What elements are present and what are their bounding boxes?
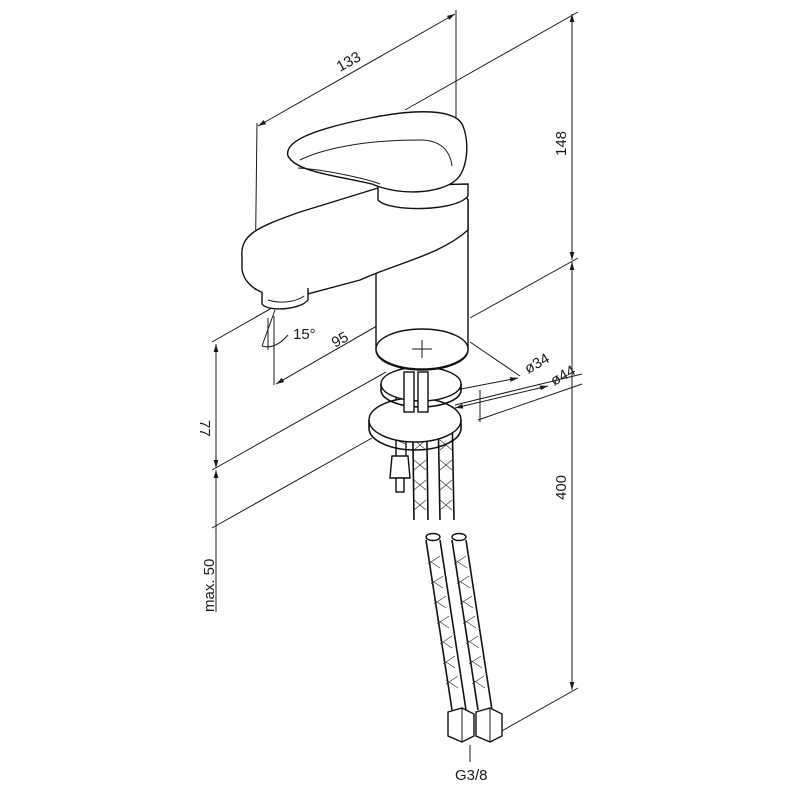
- extension-line-400-bottom: [499, 687, 579, 733]
- label-95: 95: [329, 329, 352, 352]
- label-d44: ø44: [548, 362, 579, 389]
- label-400: 400: [553, 475, 570, 500]
- label-angle-15: 15°: [293, 326, 316, 343]
- extension-line-148-bottom: [469, 257, 579, 319]
- label-77: 77: [196, 420, 213, 437]
- dimension-labels: 133 148 95 15° 77 max. 50 400 ø34 ø44 G3…: [196, 48, 579, 784]
- extension-line-d34-right: [469, 341, 521, 377]
- hex-nut-left: [447, 707, 475, 743]
- dimension-line-d44: [454, 385, 549, 409]
- extension-line-50-bottom: [211, 437, 373, 529]
- dimension-line-133: [257, 13, 456, 127]
- mounting-washers: [368, 366, 462, 451]
- leader-d44: [477, 383, 583, 421]
- extension-line-77-bottom: [211, 371, 387, 471]
- lower-washer: [368, 397, 462, 443]
- lever-handle: [286, 111, 468, 193]
- dimension-lines: [211, 10, 583, 762]
- label-133: 133: [334, 48, 364, 75]
- angle-leg-2: [261, 309, 276, 347]
- faucet-body: [241, 111, 469, 371]
- extension-line-148-top: [404, 11, 579, 111]
- hex-nut-right: [475, 707, 503, 743]
- label-max-50: max. 50: [201, 559, 218, 612]
- aerator: [261, 288, 309, 310]
- stud-nut: [389, 455, 411, 479]
- angle-arc-15: [261, 334, 289, 348]
- label-g38: G3/8: [455, 767, 488, 784]
- label-148: 148: [553, 131, 570, 156]
